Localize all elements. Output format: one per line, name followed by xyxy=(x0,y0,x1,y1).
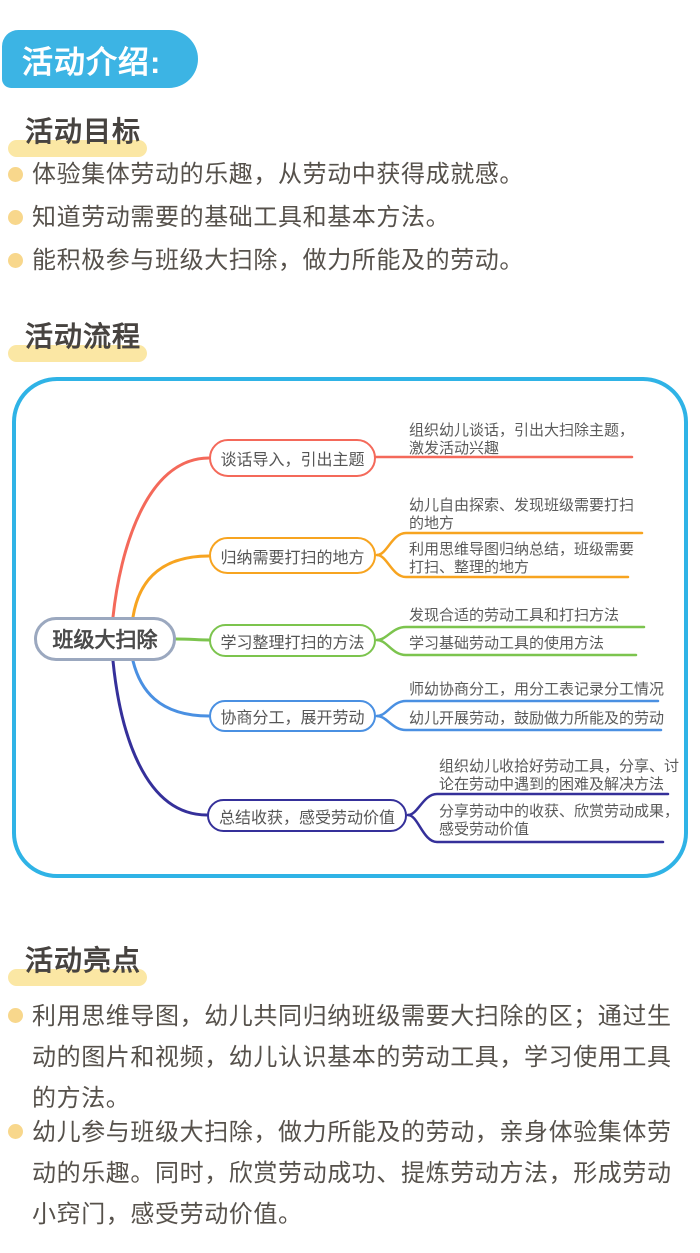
highlight-line: 动的乐趣。同时，欣赏劳动成功、提炼劳动方法，形成劳动 xyxy=(32,1160,672,1187)
mindmap-connectors xyxy=(111,455,670,844)
highlight-line: 动的图片和视频，幼儿认识基本的劳动工具，学习使用工具 xyxy=(32,1044,672,1071)
note-line: 幼儿自由探索、发现班级需要打扫 xyxy=(409,497,635,514)
page-title-badge: 活动介绍: xyxy=(2,30,198,88)
highlight-line: 的方法。 xyxy=(32,1085,131,1112)
goals-list: 体验集体劳动的乐趣，从劳动中获得成就感。 知道劳动需要的基础工具和基本方法。 能… xyxy=(8,158,680,287)
list-item: 能积极参与班级大扫除，做力所能及的劳动。 xyxy=(8,244,680,277)
goals-heading-text: 活动目标 xyxy=(25,116,142,147)
mindmap-branch-node: 归纳需要打扫的地方 xyxy=(209,537,376,574)
note-line: 打扫、整理的地方 xyxy=(409,558,530,576)
note-line: 师幼协商分工，用分工表记录分工情况 xyxy=(409,681,665,698)
note-line: 组织幼儿收拾好劳动工具，分享、讨 xyxy=(439,758,680,775)
process-heading-text: 活动流程 xyxy=(25,321,142,352)
list-item: 知道劳动需要的基础工具和基本方法。 xyxy=(8,201,680,234)
bullet-dot-icon xyxy=(8,1008,23,1023)
mindmap-branch-node: 谈话导入，引出主题 xyxy=(209,439,376,477)
mindmap-branch-node: 总结收获，感受劳动价值 xyxy=(207,799,407,832)
mindmap-child-note: 分享劳动中的收获、欣赏劳动成果， 感受劳动价值 xyxy=(439,803,679,838)
note-line: 的地方 xyxy=(409,514,455,532)
highlight-line: 利用思维导图，幼儿共同归纳班级需要大扫除的区；通过生 xyxy=(32,1003,672,1030)
note-line: 激发活动兴趣 xyxy=(409,439,500,457)
mindmap-branch-node: 学习整理打扫的方法 xyxy=(209,624,376,657)
note-line: 分享劳动中的收获、欣赏劳动成果， xyxy=(439,803,680,820)
mindmap-child-note: 师幼协商分工，用分工表记录分工情况 xyxy=(409,681,664,699)
highlight-line: 幼儿参与班级大扫除，做力所能及的劳动，亲身体验集体劳 xyxy=(32,1119,672,1146)
mindmap-child-note: 利用思维导图归纳总结，班级需要 打扫、整理的地方 xyxy=(409,541,634,576)
bullet-dot-icon xyxy=(8,210,23,225)
mindmap-root-node: 班级大扫除 xyxy=(34,617,176,661)
mindmap-child-note: 幼儿自由探索、发现班级需要打扫 的地方 xyxy=(409,497,634,532)
mindmap-child-note: 组织幼儿收拾好劳动工具，分享、讨 论在劳动中遇到的困难及解决方法 xyxy=(439,758,679,793)
note-line: 发现合适的劳动工具和打扫方法 xyxy=(409,607,620,624)
note-line: 组织幼儿谈话，引出大扫除主题， xyxy=(409,422,635,439)
mindmap-branch-node: 协商分工，展开劳动 xyxy=(209,700,376,732)
highlights-heading-text: 活动亮点 xyxy=(25,945,142,976)
note-line: 学习基础劳动工具的使用方法 xyxy=(409,635,605,652)
note-line: 感受劳动价值 xyxy=(439,820,530,838)
highlights-heading: 活动亮点 xyxy=(8,939,148,986)
list-item: 利用思维导图，幼儿共同归纳班级需要大扫除的区；通过生 动的图片和视频，幼儿认识基… xyxy=(8,996,680,1119)
goal-text: 能积极参与班级大扫除，做力所能及的劳动。 xyxy=(32,247,524,274)
bullet-dot-icon xyxy=(8,253,23,268)
mindmap: 班级大扫除 谈话导入，引出主题 归纳需要打扫的地方 学习整理打扫的方法 协商分工… xyxy=(12,377,688,878)
note-line: 利用思维导图归纳总结，班级需要 xyxy=(409,541,635,558)
bullet-dot-icon xyxy=(8,1124,23,1139)
mindmap-child-note: 发现合适的劳动工具和打扫方法 xyxy=(409,607,619,625)
goals-heading: 活动目标 xyxy=(8,110,148,157)
goal-text: 体验集体劳动的乐趣，从劳动中获得成就感。 xyxy=(32,161,524,188)
process-heading: 活动流程 xyxy=(8,315,148,362)
mindmap-child-note: 组织幼儿谈话，引出大扫除主题， 激发活动兴趣 xyxy=(409,422,634,457)
note-line: 幼儿开展劳动，鼓励做力所能及的劳动 xyxy=(409,710,665,727)
highlight-text: 利用思维导图，幼儿共同归纳班级需要大扫除的区；通过生 动的图片和视频，幼儿认识基… xyxy=(32,996,672,1119)
highlight-text: 幼儿参与班级大扫除，做力所能及的劳动，亲身体验集体劳 动的乐趣。同时，欣赏劳动成… xyxy=(32,1112,672,1235)
highlights-list: 利用思维导图，幼儿共同归纳班级需要大扫除的区；通过生 动的图片和视频，幼儿认识基… xyxy=(8,996,680,1245)
goal-text: 知道劳动需要的基础工具和基本方法。 xyxy=(32,204,451,231)
note-line: 论在劳动中遇到的困难及解决方法 xyxy=(439,775,665,793)
bullet-dot-icon xyxy=(8,167,23,182)
mindmap-child-note: 学习基础劳动工具的使用方法 xyxy=(409,635,604,653)
list-item: 幼儿参与班级大扫除，做力所能及的劳动，亲身体验集体劳 动的乐趣。同时，欣赏劳动成… xyxy=(8,1112,680,1235)
highlight-line: 小窍门，感受劳动价值。 xyxy=(32,1201,303,1228)
list-item: 体验集体劳动的乐趣，从劳动中获得成就感。 xyxy=(8,158,680,191)
mindmap-child-note: 幼儿开展劳动，鼓励做力所能及的劳动 xyxy=(409,710,664,728)
